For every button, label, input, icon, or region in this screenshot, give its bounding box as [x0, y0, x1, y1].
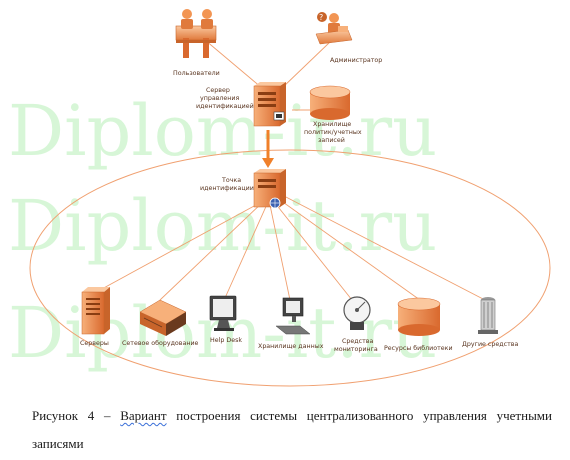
watermark-text-1: Diplom-it.ru	[8, 90, 437, 172]
policy-storage-icon	[309, 85, 351, 120]
point-label-2: идентификации	[200, 185, 254, 192]
users-label: Пользователи	[173, 70, 220, 77]
library-resources-icon	[397, 297, 441, 336]
servers-label: Серверы	[80, 340, 109, 347]
server-label-2: управления	[200, 95, 240, 102]
admin-icon: ?	[315, 12, 353, 45]
connectors	[99, 39, 486, 301]
server-label-1: Сервер	[206, 87, 230, 94]
admin-label: Администратор	[330, 57, 382, 64]
identity-server-icon	[253, 82, 286, 127]
watermark-text-2: Diplom-it.ru	[8, 185, 437, 267]
caption-underlined-word: Вариант	[120, 408, 167, 423]
watermark: Diplom-it.ru Diplom-it.ru Diplom-it.ru	[8, 90, 437, 374]
servers-icon	[81, 287, 110, 335]
storage-label-2: политик/учетных	[304, 129, 362, 136]
monitoring-icon	[343, 296, 371, 330]
flow-arrow	[262, 130, 274, 168]
storage-label-3: записей	[318, 136, 345, 144]
users-icon	[175, 9, 217, 58]
other-tools-icon	[478, 297, 498, 334]
point-label-1: Точка	[221, 177, 241, 184]
help-desk-icon	[209, 295, 237, 331]
identification-point-icon	[253, 169, 286, 209]
storage-label-1: Хранилище	[313, 121, 351, 128]
other-label: Другие средства	[462, 341, 518, 348]
svg-text:?: ?	[319, 13, 323, 22]
monitor-label-1: Средства	[342, 338, 373, 345]
library-label: Ресурсы библиотеки	[384, 344, 453, 352]
network-ellipse	[29, 149, 551, 387]
caption-rest: построения системы централизованного упр…	[32, 408, 552, 451]
server-label-3: идентификацией	[196, 102, 254, 110]
datastore-label: Хранилище данных	[258, 343, 324, 350]
data-storage-icon	[275, 297, 311, 335]
caption-prefix: Рисунок 4 –	[32, 408, 121, 423]
helpdesk-label: Help Desk	[210, 337, 242, 344]
network-equipment-icon	[139, 299, 187, 336]
network-label: Сетевое оборудование	[122, 339, 199, 347]
figure-caption: Рисунок 4 – Вариант построения системы ц…	[32, 402, 552, 458]
monitor-label-2: мониторинга	[334, 346, 378, 353]
